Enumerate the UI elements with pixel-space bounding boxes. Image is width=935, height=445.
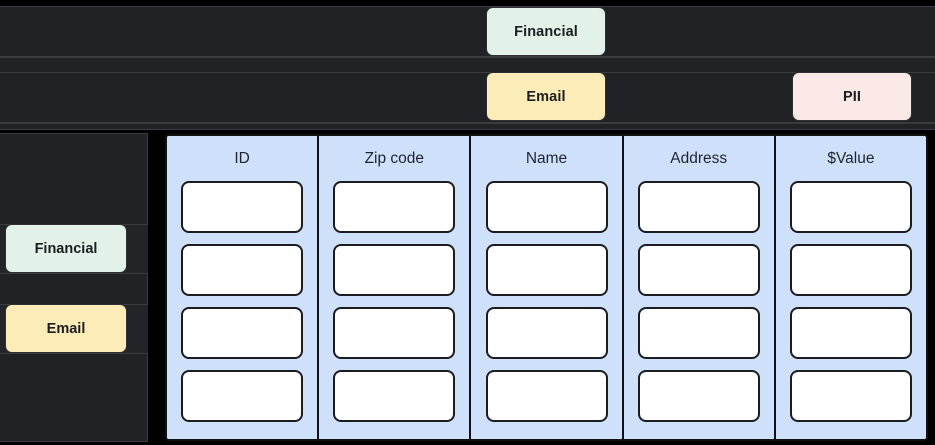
column-cells-zip-code (319, 181, 469, 422)
table-cell[interactable] (637, 307, 760, 359)
table-cell[interactable] (789, 370, 912, 422)
table-cell[interactable] (789, 244, 912, 296)
column-cells-id (167, 181, 317, 422)
top-chip-financial[interactable]: Financial (486, 7, 606, 56)
table-cell[interactable] (333, 181, 456, 233)
table-cell[interactable] (637, 181, 760, 233)
table-column-address: Address (623, 136, 776, 439)
table-cell[interactable] (485, 244, 608, 296)
table-cell[interactable] (485, 181, 608, 233)
table-cell[interactable] (181, 181, 304, 233)
column-header-zip-code: Zip code (364, 150, 425, 167)
data-table: ID Zip code Name (165, 134, 928, 441)
table-cell[interactable] (181, 307, 304, 359)
column-header-value: $Value (827, 150, 875, 167)
table-cell[interactable] (333, 370, 456, 422)
sidebar-chip-email[interactable]: Email (5, 304, 127, 353)
table-column-id: ID (167, 136, 320, 439)
top-chip-pii[interactable]: PII (792, 72, 912, 121)
table-cell[interactable] (181, 244, 304, 296)
table-cell[interactable] (789, 181, 912, 233)
top-row-1-band (0, 6, 935, 57)
table-cell[interactable] (181, 370, 304, 422)
table-column-name: Name (471, 136, 624, 439)
top-row-2-band (0, 72, 935, 123)
table-cell[interactable] (637, 244, 760, 296)
table-cell[interactable] (637, 370, 760, 422)
table-cell[interactable] (485, 307, 608, 359)
top-row-spacer-band (0, 57, 935, 73)
column-header-address: Address (670, 150, 728, 167)
table-cell[interactable] (789, 307, 912, 359)
column-header-id: ID (234, 150, 250, 167)
table-column-value: $Value (775, 136, 926, 439)
column-cells-value (776, 181, 926, 422)
sidebar-panel: Financial Email (0, 133, 148, 442)
column-cells-address (624, 181, 774, 422)
top-chip-email[interactable]: Email (486, 72, 606, 121)
column-header-name: Name (525, 150, 568, 167)
sidebar-chip-financial[interactable]: Financial (5, 224, 127, 273)
table-cell[interactable] (485, 370, 608, 422)
top-row-2-edge-band (0, 123, 935, 130)
table-column-zip-code: Zip code (319, 136, 472, 439)
table-cell[interactable] (333, 244, 456, 296)
table-cell[interactable] (333, 307, 456, 359)
column-cells-name (471, 181, 621, 422)
